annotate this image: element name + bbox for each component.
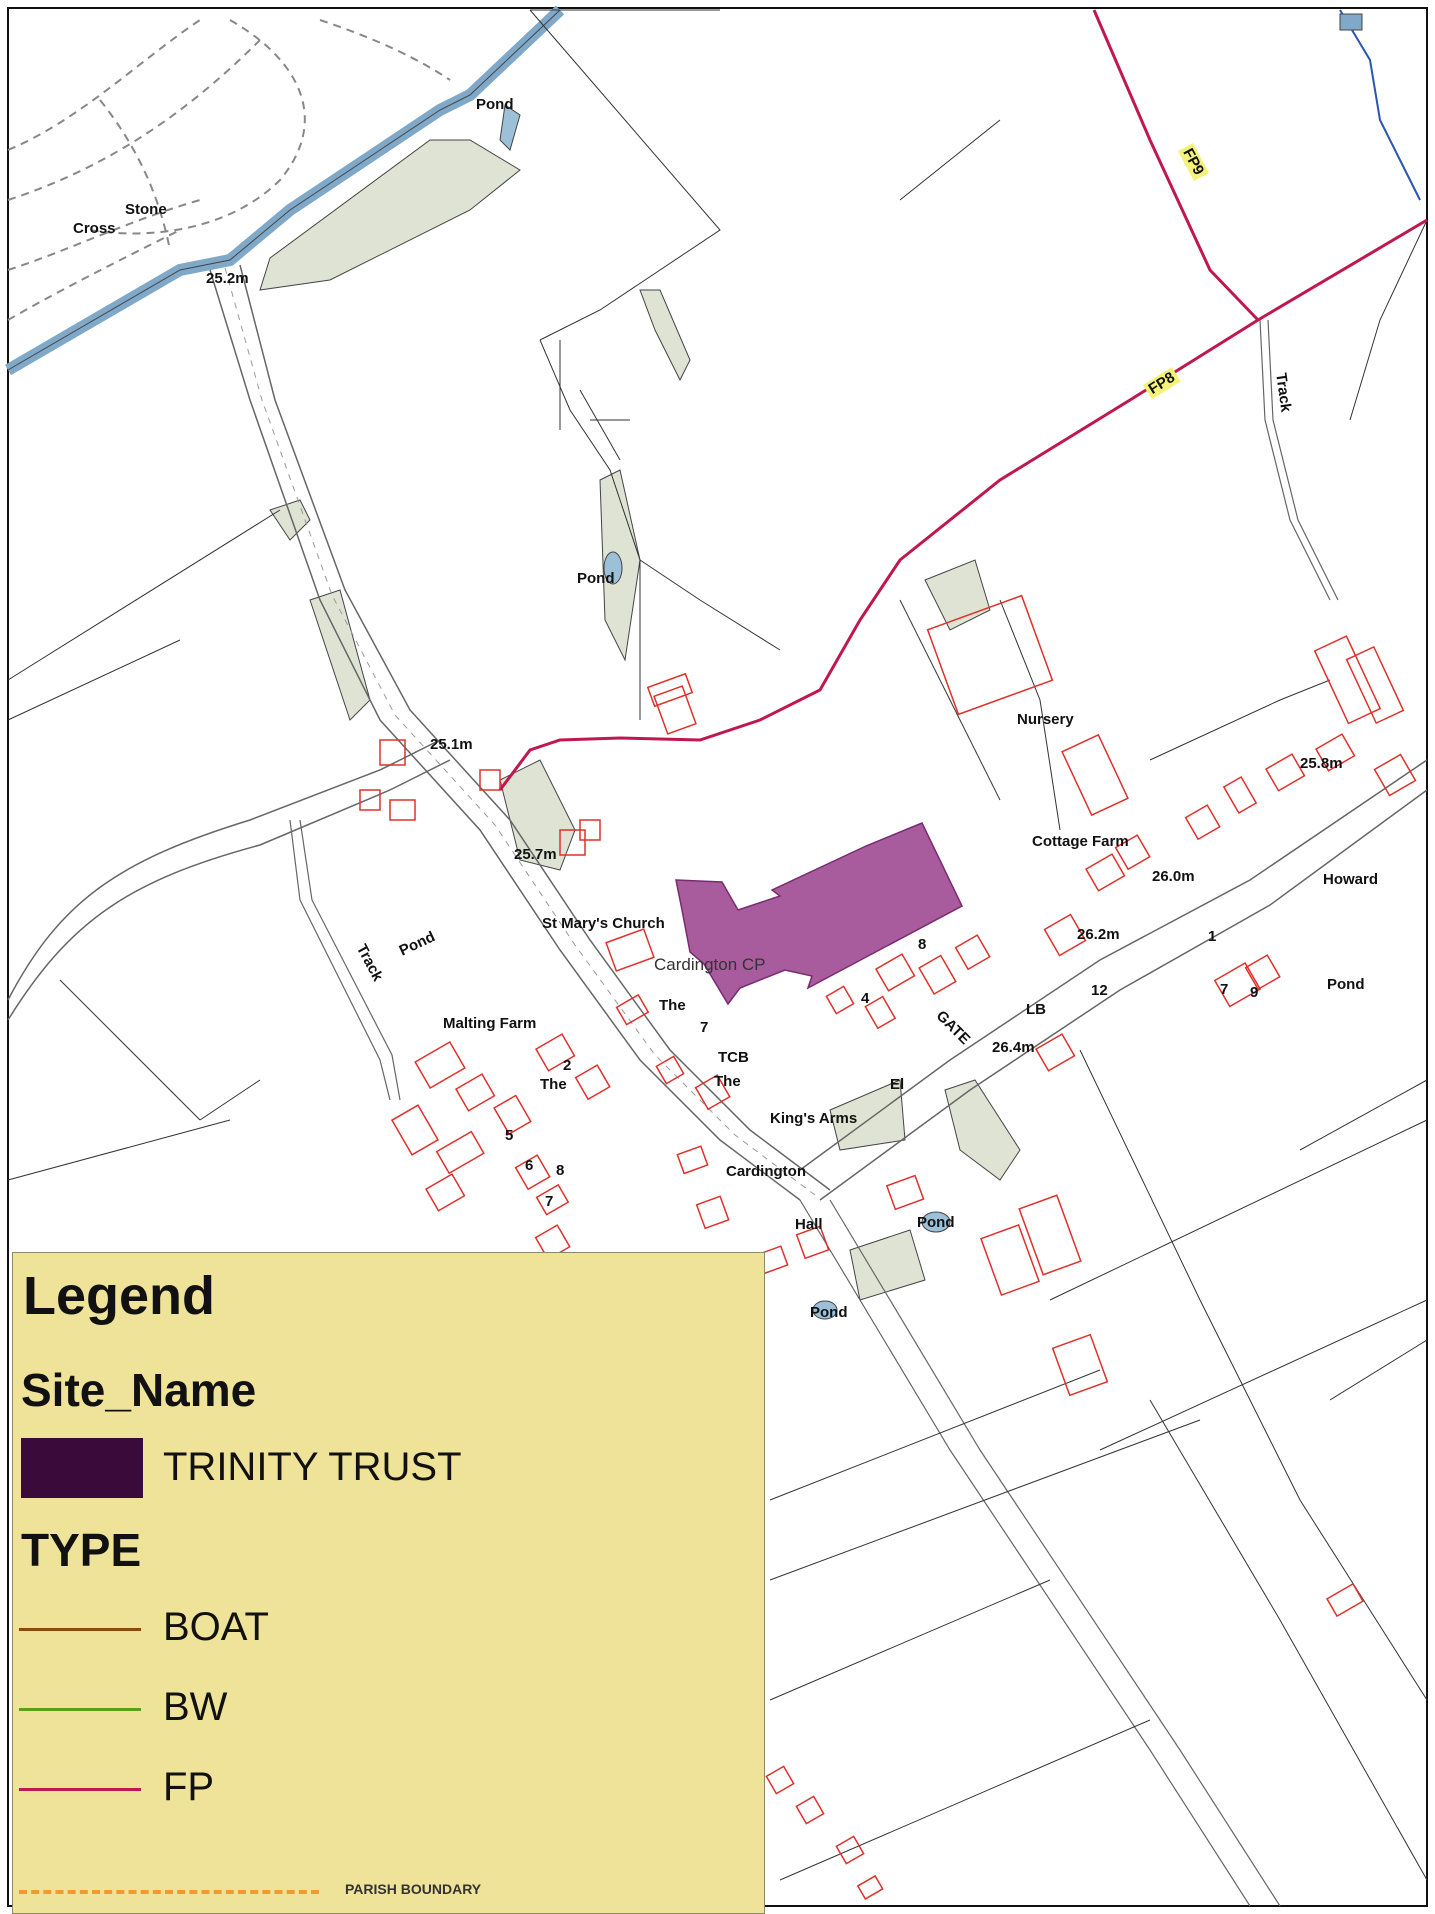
pond-south-shape — [921, 1211, 951, 1233]
house-number-2: 2 — [563, 1057, 572, 1074]
pond-nw-shape — [499, 104, 521, 151]
label-tcb: TCB — [718, 1049, 749, 1066]
house-number-7b: 7 — [700, 1019, 709, 1036]
green-strip-nw — [259, 139, 521, 291]
label-pond-south2: Pond — [810, 1304, 848, 1321]
label-nursery: Nursery — [1017, 711, 1074, 728]
buildings — [359, 594, 1417, 1900]
east-west-road — [799, 759, 1428, 1201]
legend-parish-boundary-line — [19, 1890, 319, 1894]
green-spaces — [259, 139, 1021, 1301]
label-pond-center: Pond — [577, 570, 615, 587]
label-spot-25-2: 25.2m — [206, 270, 249, 287]
label-spot-26-0: 26.0m — [1152, 868, 1195, 885]
stream-ne — [1339, 9, 1421, 201]
footpath-fp9[interactable] — [1092, 9, 1260, 322]
label-the-1: The — [540, 1076, 567, 1093]
dashed-paths-nw — [7, 19, 451, 321]
label-pond-nw: Pond — [476, 96, 514, 113]
label-st-marys-church: St Mary's Church — [542, 915, 665, 932]
label-pond-east: Pond — [1327, 976, 1365, 993]
west-road — [7, 739, 451, 1021]
green-kings — [829, 1079, 906, 1151]
label-kings-arms: King's Arms — [770, 1110, 858, 1127]
main-road — [209, 264, 831, 1201]
legend-type-fp: FP — [163, 1765, 215, 1809]
field-boundaries — [7, 9, 1428, 1881]
label-stone: Stone — [125, 201, 167, 218]
pond-south2-shape — [812, 1300, 838, 1320]
label-spot-25-7: 25.7m — [514, 846, 557, 863]
legend-type-boat: BOAT — [163, 1605, 269, 1649]
legend-title: Legend — [23, 1266, 216, 1326]
river-edge — [7, 9, 561, 371]
green-south — [849, 1229, 926, 1301]
pond-center-shape — [603, 551, 623, 585]
house-number-8b: 8 — [918, 936, 927, 953]
legend-site-item: TRINITY TRUST — [163, 1445, 462, 1489]
site-trinity-trust-polygon[interactable] — [675, 822, 963, 1006]
house-number-9: 9 — [1250, 984, 1259, 1001]
label-pond-south: Pond — [917, 1214, 955, 1231]
green-east — [944, 1079, 1021, 1181]
label-hall: Hall — [795, 1216, 823, 1233]
legend-line-boat — [19, 1628, 141, 1631]
house-number-12: 12 — [1091, 982, 1108, 999]
label-the-2: The — [659, 997, 686, 1014]
pond-ne — [1339, 13, 1363, 31]
house-number-7c: 7 — [1220, 981, 1229, 998]
legend-type-heading: TYPE — [21, 1524, 142, 1576]
label-spot-25-8: 25.8m — [1300, 755, 1343, 772]
legend-site-swatch — [21, 1438, 143, 1498]
legend-line-bw — [19, 1708, 141, 1711]
house-number-7a: 7 — [545, 1193, 554, 1210]
legend-site-heading: Site_Name — [21, 1364, 257, 1416]
label-spot-26-2: 26.2m — [1077, 926, 1120, 943]
label-malting-farm: Malting Farm — [443, 1015, 537, 1032]
label-howard: Howard — [1323, 871, 1379, 888]
label-spot-25-1: 25.1m — [430, 736, 473, 753]
house-number-1: 1 — [1208, 928, 1217, 945]
label-site-cardington-cp: Cardington CP — [654, 955, 766, 974]
legend-parish-boundary-label: PARISH BOUNDARY — [345, 1881, 482, 1897]
house-number-5: 5 — [505, 1127, 514, 1144]
label-the-3: The — [714, 1073, 741, 1090]
legend-type-bw: BW — [163, 1685, 228, 1729]
footpath-fp8[interactable] — [498, 218, 1428, 791]
label-spot-26-4: 26.4m — [992, 1039, 1035, 1056]
legend-line-fp — [19, 1788, 141, 1791]
label-lb: LB — [1026, 1001, 1046, 1018]
label-cross: Cross — [73, 220, 116, 237]
green-strip-north — [639, 289, 691, 382]
green-churchyard — [499, 759, 576, 871]
ponds — [499, 104, 951, 1320]
house-number-4: 4 — [861, 990, 870, 1007]
house-number-8a: 8 — [556, 1162, 565, 1179]
legend-panel: Legend Site_Name TRINITY TRUST TYPE BOAT… — [12, 1252, 765, 1914]
label-cottage-farm: Cottage Farm — [1032, 833, 1129, 850]
label-el: El — [890, 1076, 905, 1093]
tracks — [289, 319, 1339, 1907]
label-cardington: Cardington — [726, 1163, 806, 1180]
house-number-6: 6 — [525, 1157, 534, 1174]
